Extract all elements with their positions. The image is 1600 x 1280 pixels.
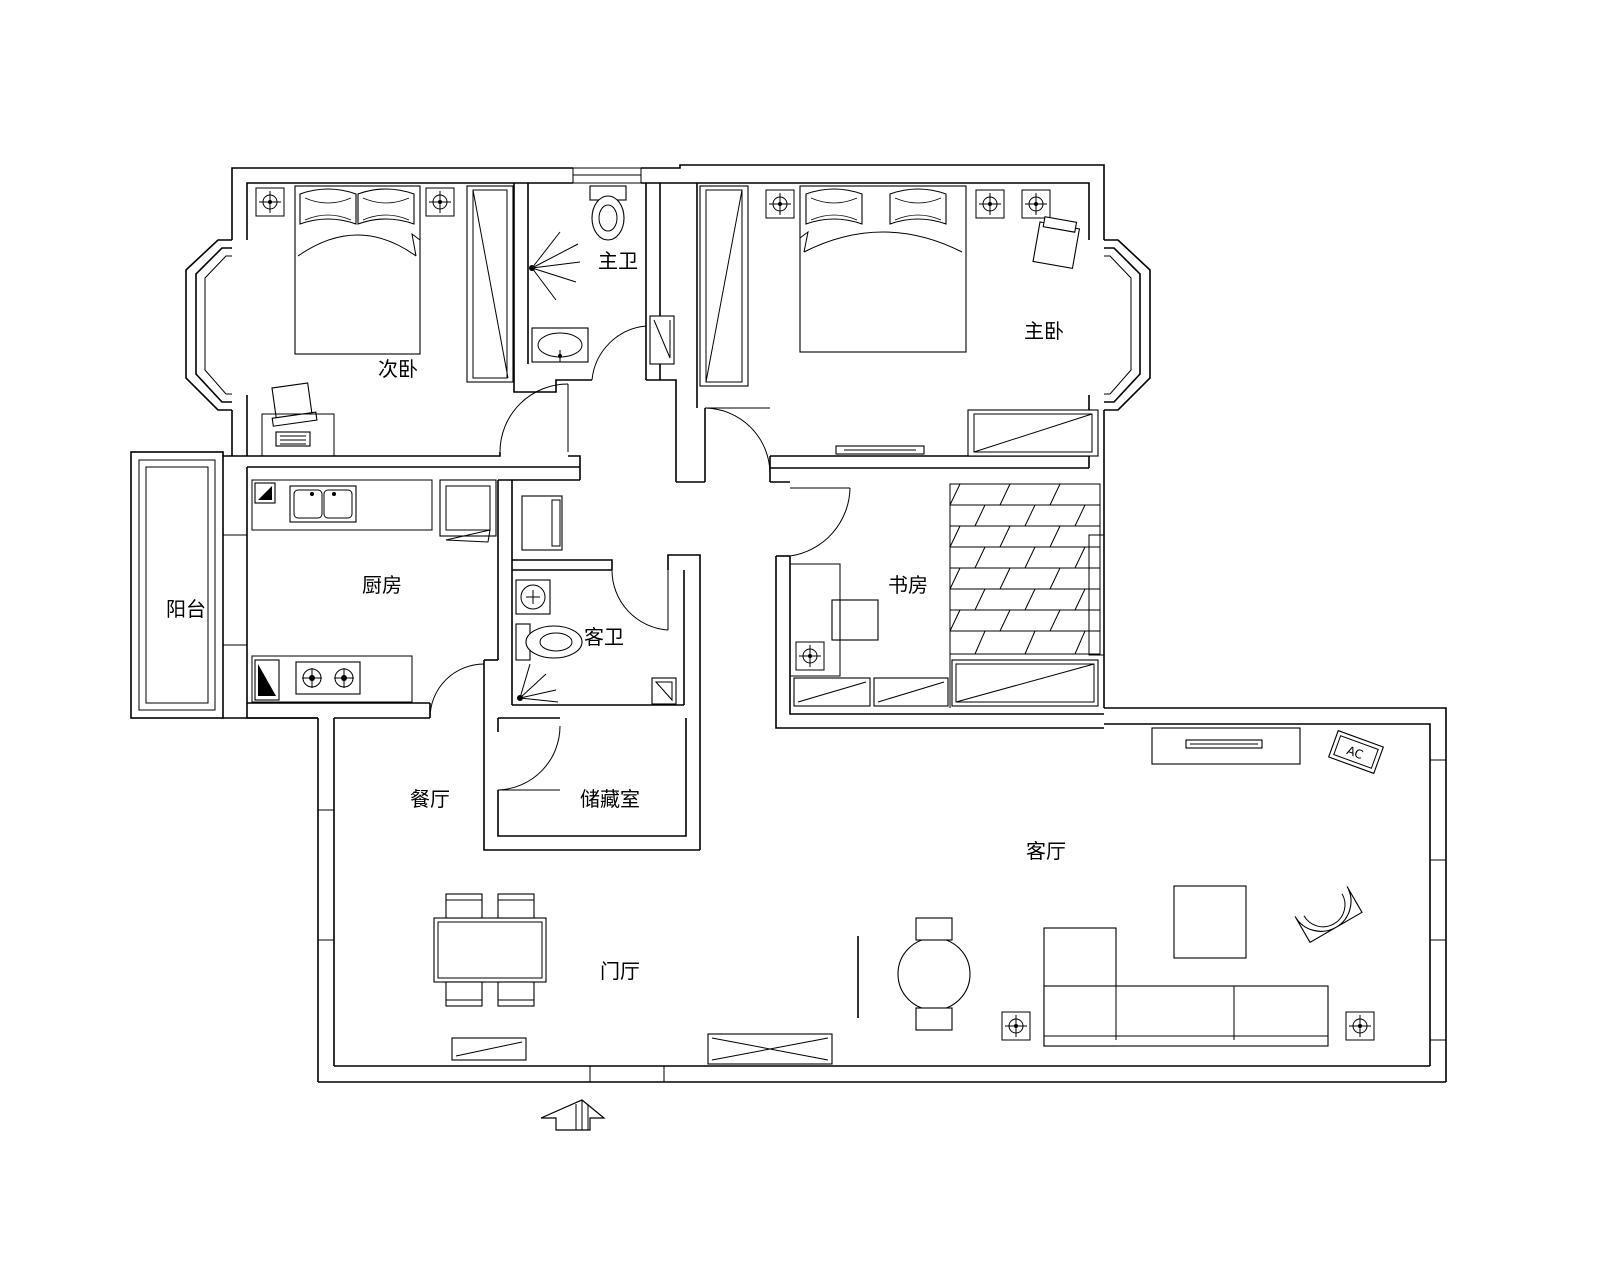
dining-chair [497, 893, 535, 919]
armchair [1294, 886, 1363, 944]
gas-stove-icon [295, 661, 361, 695]
living-room-furniture: AC [857, 727, 1385, 1047]
room-label-storage-room: 储藏室 [580, 787, 640, 811]
room-label-guest-bathroom: 客卫 [584, 625, 624, 649]
ceiling-light-icon [765, 189, 795, 219]
room-label-dining-room: 餐厅 [410, 787, 450, 811]
ceiling-light-icon [255, 187, 285, 217]
chair [915, 917, 953, 941]
sink-icon [515, 579, 551, 615]
pillow [357, 188, 415, 225]
armchair [1032, 216, 1081, 269]
dining-furniture [433, 893, 833, 1065]
svg-text:AC: AC [1345, 743, 1365, 762]
doors [429, 325, 851, 791]
ceiling-light-icon [1345, 1011, 1375, 1041]
coffee-table [1173, 885, 1247, 959]
master-bathroom-fixtures [529, 185, 675, 365]
kitchen-sink [289, 485, 357, 523]
shower-icon [529, 231, 581, 301]
toilet-icon [589, 185, 627, 241]
room-label-foyer: 门厅 [600, 959, 640, 983]
entrance-arrow-icon [540, 1099, 606, 1131]
room-label-master-bathroom: 主卫 [598, 249, 638, 273]
room-label-master-bedroom: 主卧 [1024, 319, 1064, 343]
room-label-living-room: 客厅 [1026, 839, 1066, 863]
sofa [1043, 927, 1329, 1047]
ceiling-light-icon [1001, 1011, 1031, 1041]
guest-bathroom-fixtures [515, 495, 677, 705]
dining-chair [445, 981, 483, 1007]
chair [915, 1007, 953, 1031]
washing-machine [521, 495, 563, 551]
refrigerator [439, 479, 497, 537]
pillow [805, 188, 863, 225]
shower-icon [517, 663, 559, 703]
pillow [889, 188, 947, 225]
kitchen-fixtures [223, 479, 497, 703]
floor-pattern [949, 483, 1101, 655]
ceiling-light-icon [975, 189, 1005, 219]
dining-table [433, 917, 547, 983]
pillow [299, 188, 357, 225]
interior-walls [247, 183, 1104, 851]
desk-chair [271, 382, 318, 427]
secondary-bedroom-furniture [255, 185, 514, 457]
dining-chair [445, 893, 483, 919]
master-bedroom-furniture [699, 185, 1099, 457]
bathtub [531, 327, 589, 363]
air-conditioner: AC [1327, 729, 1385, 775]
room-label-balcony: 阳台 [166, 597, 206, 621]
dining-chair [497, 981, 535, 1007]
room-labels: 次卧 主卫 主卧 厨房 阳台 客卫 书房 餐厅 储藏室 客厅 门厅 [166, 249, 1066, 983]
desk-chair [831, 599, 879, 641]
exterior-walls [130, 164, 1447, 1083]
room-label-study: 书房 [888, 573, 928, 597]
ceiling-light-icon [425, 187, 455, 217]
ceiling-light-icon [1021, 189, 1051, 219]
study-furniture [790, 483, 1101, 708]
room-label-kitchen: 厨房 [362, 573, 402, 597]
toilet-icon [515, 623, 583, 661]
room-label-secondary-bedroom: 次卧 [378, 357, 418, 381]
ceiling-light-icon [795, 641, 825, 671]
round-table [897, 937, 971, 1011]
